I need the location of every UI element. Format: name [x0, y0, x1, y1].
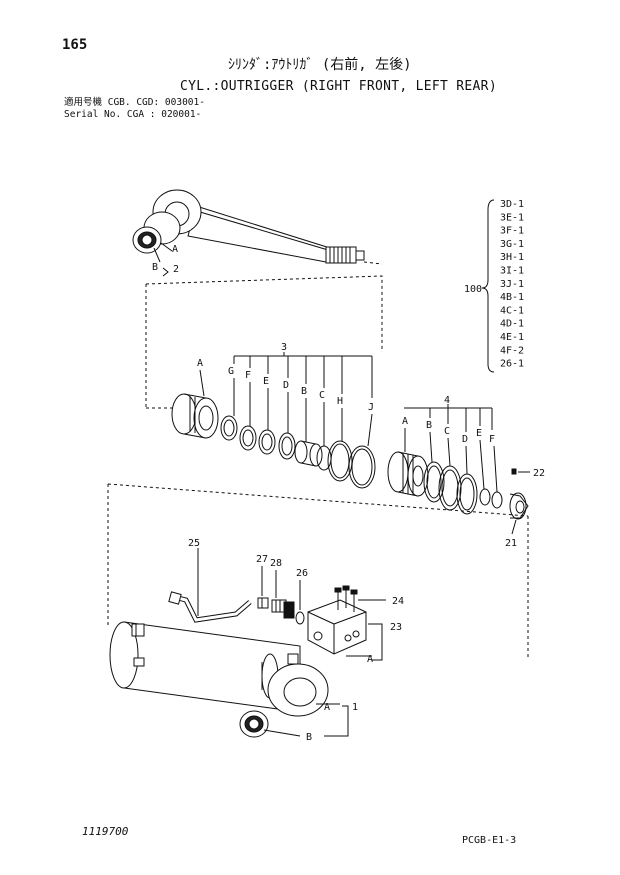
callout-3-H: H	[337, 396, 343, 407]
ring-F	[239, 425, 257, 451]
callout-3-J: J	[368, 402, 374, 413]
rod-gland	[171, 393, 219, 439]
callout-3-F: F	[245, 370, 251, 381]
page-code: PCGB-E1-3	[462, 835, 517, 846]
fitting-28	[271, 599, 295, 619]
callout-part-26: 26	[296, 568, 308, 579]
callout-3-B: B	[301, 386, 307, 397]
drawing-number: 1119700	[82, 825, 129, 838]
kit-item: 3F-1	[500, 226, 524, 237]
callout-rod-B: B	[152, 262, 158, 273]
piston-A	[387, 451, 429, 497]
set-4-parts	[387, 451, 503, 515]
callout-4-E: E	[476, 428, 482, 439]
nut-21	[509, 492, 529, 520]
piston-rod	[132, 189, 383, 265]
valve-block-23	[307, 599, 367, 655]
oring-H	[327, 440, 353, 482]
callout-part-28: 28	[270, 558, 282, 569]
callout-1-A: A	[324, 702, 330, 713]
callout-1-B: B	[306, 732, 312, 743]
seal-kit-100: 100 3D-1 3E-1 3F-1 3G-1 3H-1 3I-1 3J-1 4B-1 4C-1…	[464, 199, 524, 373]
rod-thread	[325, 246, 365, 264]
callout-part-3: 3	[281, 342, 287, 353]
callout-4-A: A	[402, 416, 408, 427]
callout-part-27: 27	[256, 554, 268, 565]
callout-part-23: 23	[390, 622, 402, 633]
kit-item-list: 3D-1 3E-1 3F-1 3G-1 3H-1 3I-1 3J-1 4B-1 4C-1 4D-1…	[500, 199, 524, 370]
callout-part-2: 2	[173, 264, 179, 275]
callout-3-G: G	[228, 366, 234, 377]
ring-4F	[491, 491, 503, 509]
callout-4-F: F	[489, 434, 495, 445]
callout-part-4: 4	[444, 395, 450, 406]
callout-rod-A: A	[172, 244, 178, 255]
callout-4-C: C	[444, 426, 450, 437]
callout-23-A: A	[367, 654, 373, 665]
callout-part-24: 24	[392, 596, 404, 607]
serial-applicability-en: Serial No. CGA : 020001-	[64, 109, 202, 120]
set-screw-22	[511, 468, 517, 475]
kit-item: 4F-2	[500, 345, 524, 356]
serial-applicability-jp: 適用号機 CGB. CGD: 003001-	[64, 97, 205, 108]
callout-part-100: 100	[464, 284, 482, 295]
bolts-24	[334, 585, 358, 612]
title-japanese: ｼﾘﾝﾀﾞ:ｱｳﾄﾘｶﾞ (右前, 左後)	[228, 57, 412, 73]
callout-3-A: A	[197, 358, 203, 369]
ring-E	[258, 429, 276, 455]
kit-item: 4E-1	[500, 332, 524, 343]
ring-4B	[423, 461, 445, 503]
tube-bushing	[239, 710, 269, 738]
callout-part-21: 21	[505, 538, 517, 549]
kit-item: 3E-1	[500, 212, 524, 223]
kit-item: 4D-1	[500, 319, 524, 330]
title-english: CYL.:OUTRIGGER (RIGHT FRONT, LEFT REAR)	[180, 79, 497, 94]
kit-item: 3D-1	[500, 199, 524, 210]
rod-eye-bushing	[132, 226, 162, 254]
ring-G	[220, 415, 238, 441]
callout-part-22: 22	[533, 468, 545, 479]
callout-3-E: E	[263, 376, 269, 387]
kit-item: 4C-1	[500, 305, 524, 316]
set-3-parts	[171, 393, 376, 489]
oring-26	[295, 611, 305, 625]
callout-part-1: 1	[352, 702, 358, 713]
kit-item: 3G-1	[500, 239, 524, 250]
backup-ring-J	[348, 445, 376, 489]
kit-item: 3J-1	[500, 279, 524, 290]
cylinder-tube	[109, 621, 329, 717]
fitting-27	[257, 597, 269, 609]
callout-3-D: D	[283, 380, 289, 391]
kit-item: 3H-1	[500, 252, 524, 263]
kit-item: 3I-1	[500, 266, 524, 277]
callout-4-B: B	[426, 420, 432, 431]
callout-part-25: 25	[188, 538, 200, 549]
ring-4E	[479, 488, 491, 506]
hose-25	[168, 548, 252, 623]
page-number: 165	[62, 37, 88, 53]
kit-item: 4B-1	[500, 292, 524, 303]
kit-item: 26-1	[500, 359, 524, 370]
callout-3-C: C	[319, 390, 325, 401]
callout-4-D: D	[462, 434, 468, 445]
